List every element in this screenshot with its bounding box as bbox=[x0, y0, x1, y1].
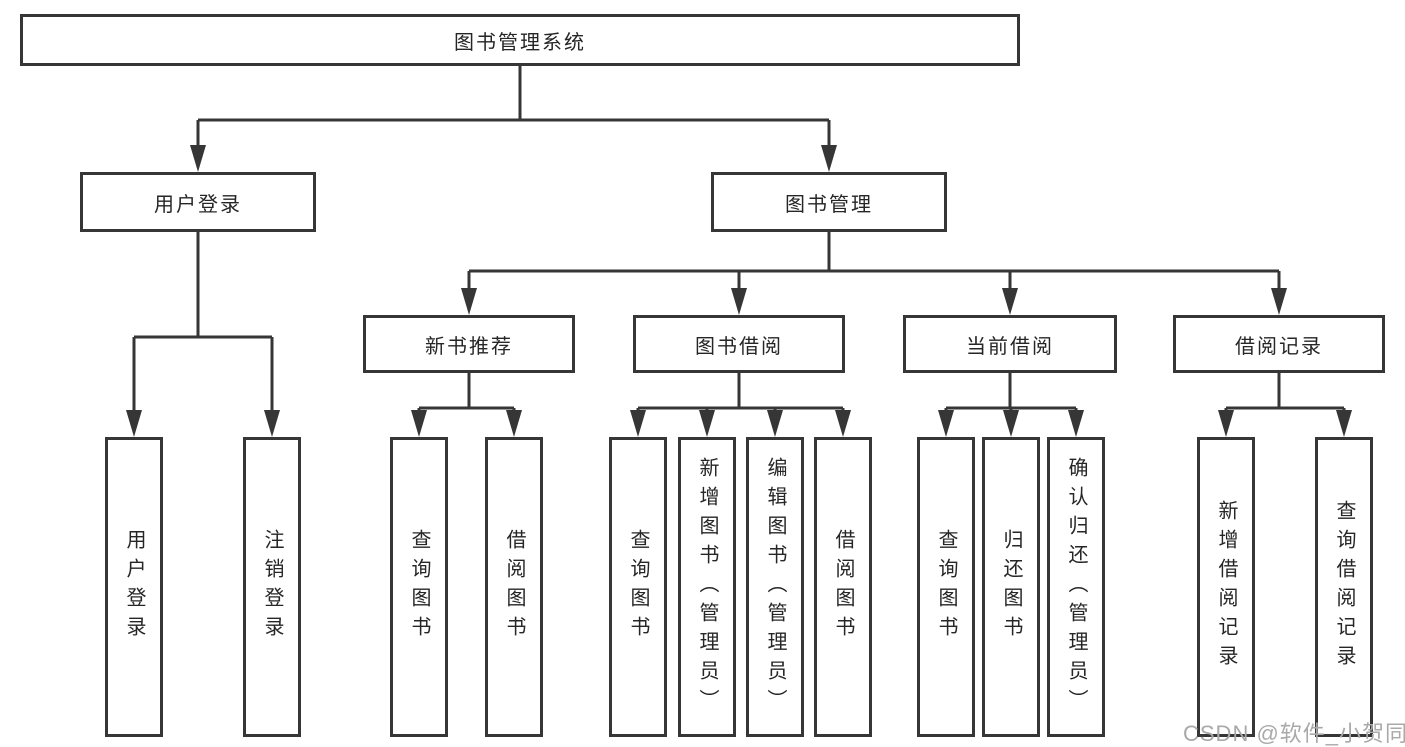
node-user-login: 用户登录 bbox=[80, 172, 316, 232]
leaf-query-books-recommend: 查询图书 bbox=[390, 437, 448, 737]
node-library-system: 图书管理系统 bbox=[20, 14, 1020, 66]
leaf-add-borrow-record: 新增借阅记录 bbox=[1197, 437, 1255, 737]
leaf-add-book-admin: 新增图书（管理员） bbox=[678, 437, 736, 737]
leaf-user-login: 用户登录 bbox=[105, 437, 163, 737]
leaf-query-books-borrow: 查询图书 bbox=[609, 437, 667, 737]
arrowheads bbox=[126, 145, 1352, 437]
leaf-return-book: 归还图书 bbox=[982, 437, 1040, 737]
node-book-borrowing: 图书借阅 bbox=[633, 315, 845, 373]
csdn-watermark: CSDN @软件_小贺同学 bbox=[1183, 721, 1405, 746]
leaf-query-borrow-record: 查询借阅记录 bbox=[1315, 437, 1373, 737]
node-borrow-records: 借阅记录 bbox=[1173, 315, 1385, 373]
leaf-logout: 注销登录 bbox=[243, 437, 301, 737]
leaf-confirm-return-admin: 确认归还（管理员） bbox=[1047, 437, 1105, 737]
leaf-edit-book-admin: 编辑图书（管理员） bbox=[746, 437, 804, 737]
leaf-borrow-book: 借阅图书 bbox=[814, 437, 872, 737]
node-new-book-recommend: 新书推荐 bbox=[363, 315, 575, 373]
leaf-borrow-books-recommend: 借阅图书 bbox=[485, 437, 543, 737]
node-current-borrowing: 当前借阅 bbox=[903, 315, 1117, 373]
node-book-management: 图书管理 bbox=[711, 172, 947, 232]
leaf-query-books-current: 查询图书 bbox=[917, 437, 975, 737]
